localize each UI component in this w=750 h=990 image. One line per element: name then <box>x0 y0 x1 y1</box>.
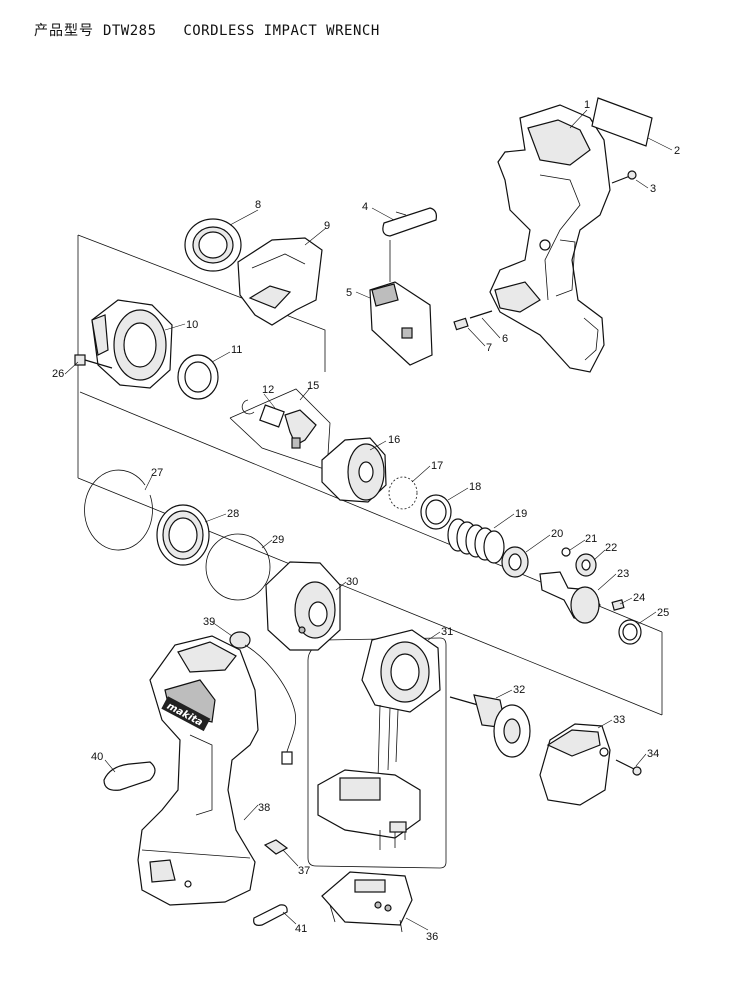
title-model-number: DTW285 <box>102 23 157 39</box>
callout-32: 32 <box>513 684 525 696</box>
callout-5: 5 <box>346 287 352 299</box>
callout-23: 23 <box>617 568 629 580</box>
part-31-stator <box>317 629 441 850</box>
callout-36: 36 <box>426 931 438 943</box>
part-36-terminal <box>321 871 413 933</box>
part-23-spindle <box>539 571 601 624</box>
callout-25: 25 <box>657 607 669 619</box>
callout-28: 28 <box>227 508 239 520</box>
callout-27: 27 <box>151 467 163 479</box>
part-12-15-anvil <box>241 399 317 449</box>
part-17-ball-ring <box>388 476 418 510</box>
callout-15: 15 <box>307 380 319 392</box>
part-2-label-plate <box>591 97 653 147</box>
part-11-washer <box>177 354 219 400</box>
part-4-pin <box>382 207 437 237</box>
callout-18: 18 <box>469 481 481 493</box>
callout-10: 10 <box>186 319 198 331</box>
callout-19: 19 <box>515 508 527 520</box>
part-30-gear-housing <box>265 561 341 651</box>
callout-6: 6 <box>502 333 508 345</box>
callout-12: 12 <box>262 384 274 396</box>
part-16-hammer <box>321 437 387 503</box>
callout-41: 41 <box>295 923 307 935</box>
part-33-rear-cover <box>539 723 611 806</box>
callout-37: 37 <box>298 865 310 877</box>
title-product-name: CORDLESS IMPACT WRENCH <box>183 23 380 39</box>
part-9-bumper <box>237 237 323 326</box>
part-32-rotor <box>449 694 531 758</box>
callout-numbers: 1 2 3 4 5 6 7 8 9 10 11 12 15 16 17 18 1… <box>52 99 680 943</box>
diagram-title: 产品型号 DTW285 CORDLESS IMPACT WRENCH <box>34 20 380 40</box>
callout-4: 4 <box>362 201 368 213</box>
part-37-small-block <box>263 839 289 855</box>
callout-33: 33 <box>613 714 625 726</box>
callout-39: 39 <box>203 616 215 628</box>
part-3-screw <box>611 170 637 184</box>
part-38-main-housing <box>137 635 259 906</box>
part-41-pin <box>253 904 288 926</box>
callout-9: 9 <box>324 220 330 232</box>
callout-17: 17 <box>431 460 443 472</box>
part-6-7-small-pins <box>453 310 493 331</box>
callout-7: 7 <box>486 342 492 354</box>
part-21-22-gear <box>561 547 597 577</box>
callout-29: 29 <box>272 534 284 546</box>
part-19-spring <box>447 518 505 564</box>
callout-2: 2 <box>674 145 680 157</box>
part-27-snap-ring <box>84 469 153 551</box>
callout-24: 24 <box>633 592 645 604</box>
callout-30: 30 <box>346 576 358 588</box>
part-26-bolt <box>74 354 113 369</box>
callout-26: 26 <box>52 368 64 380</box>
part-39-wiring-harness <box>229 631 297 765</box>
callout-38: 38 <box>258 802 270 814</box>
part-5-switch <box>369 240 433 366</box>
part-10-hammer-case <box>91 299 173 389</box>
part-20-flat-washer <box>501 546 529 578</box>
callout-21: 21 <box>585 533 597 545</box>
part-28-internal-gear <box>156 504 210 566</box>
callout-31: 31 <box>441 626 453 638</box>
callout-16: 16 <box>388 434 400 446</box>
part-18-washer <box>420 494 452 530</box>
leader-lines <box>64 109 673 931</box>
callout-3: 3 <box>650 183 656 195</box>
part-29-o-ring <box>205 533 271 601</box>
callout-11: 11 <box>231 344 242 356</box>
title-model-label: 产品型号 <box>34 23 94 39</box>
callout-22: 22 <box>605 542 617 554</box>
part-40-cap <box>103 761 156 791</box>
callout-1: 1 <box>584 99 590 111</box>
part-24-25-pin-oring <box>611 599 642 645</box>
callout-40: 40 <box>91 751 103 763</box>
callout-8: 8 <box>255 199 261 211</box>
part-34-screw <box>615 759 642 776</box>
callout-20: 20 <box>551 528 563 540</box>
callout-34: 34 <box>647 748 659 760</box>
part-1-housing-top <box>489 104 611 373</box>
part-8-ring <box>184 218 242 272</box>
